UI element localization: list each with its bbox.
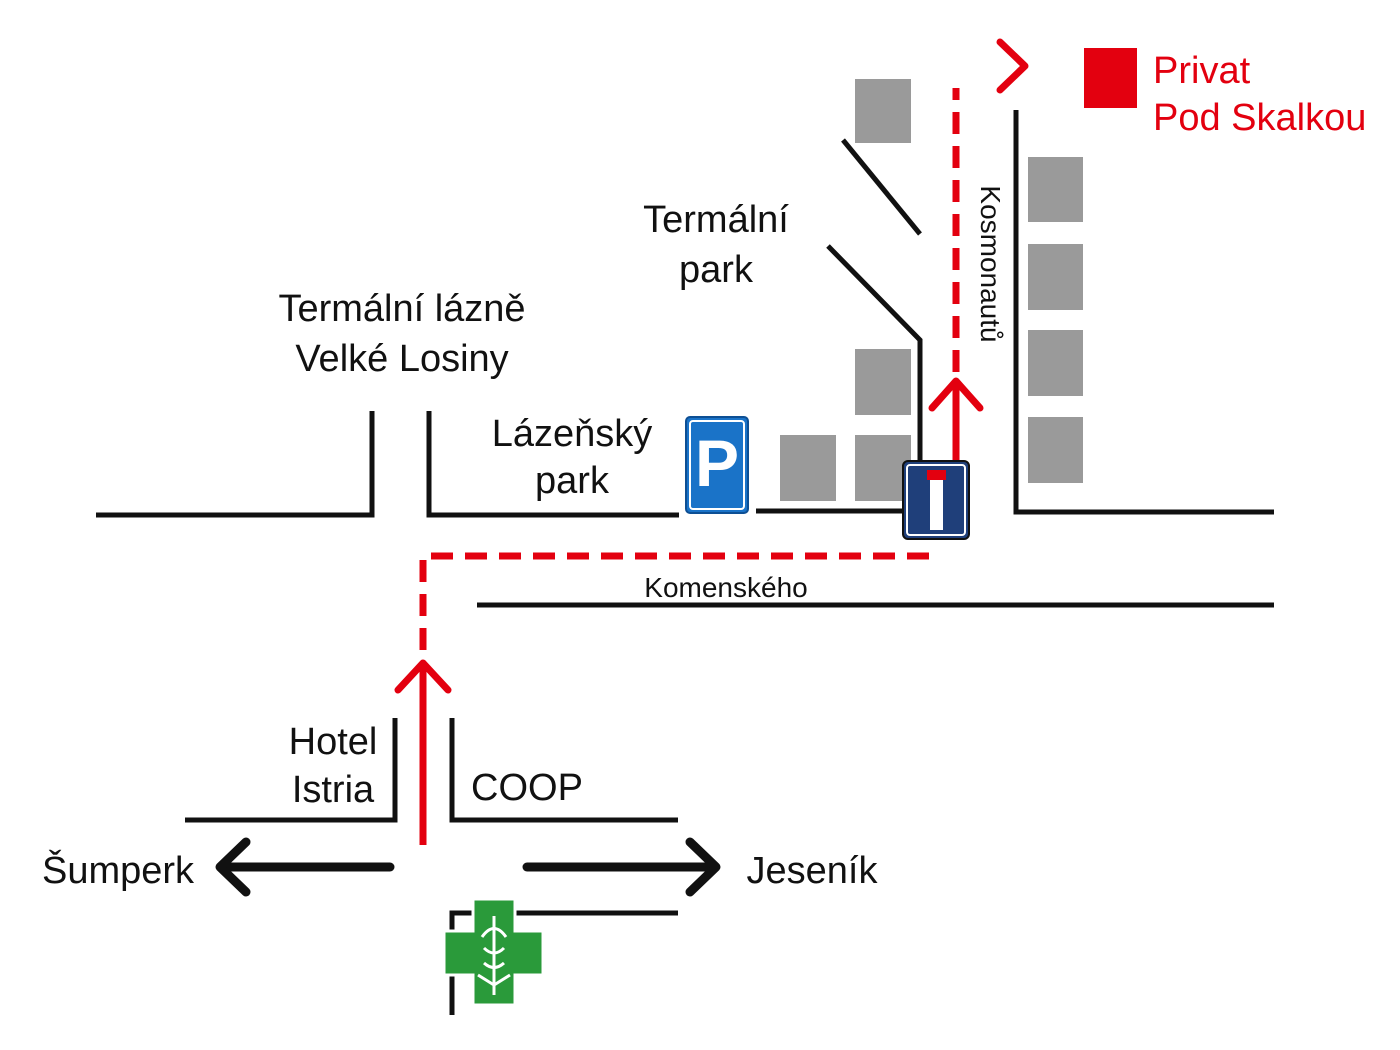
building bbox=[1028, 330, 1083, 396]
label-termalni-lazne-1: Termální lázně bbox=[278, 288, 525, 330]
building bbox=[855, 349, 911, 415]
label-termalni-park-2: park bbox=[679, 249, 754, 291]
label-lazensky-park-1: Lázeňský bbox=[492, 413, 653, 455]
label-sumperk: Šumperk bbox=[42, 848, 195, 892]
label-komenskeho: Komenského bbox=[644, 572, 807, 603]
route bbox=[394, 38, 1029, 845]
building bbox=[1028, 244, 1083, 310]
label-termalni-lazne-2: Velké Losiny bbox=[295, 338, 508, 380]
direction-arrows bbox=[215, 837, 721, 897]
label-destination-2: Pod Skalkou bbox=[1153, 97, 1366, 139]
route-final-arrow-head-icon bbox=[996, 38, 1029, 94]
road-coop-side bbox=[449, 718, 678, 823]
label-hotel-2: Istria bbox=[292, 769, 375, 811]
label-destination-1: Privat bbox=[1153, 50, 1251, 92]
route-arrow-head-icon-2 bbox=[928, 377, 984, 412]
building bbox=[855, 435, 911, 501]
road-park-diagonal bbox=[826, 244, 923, 460]
road-kosmonautu-right bbox=[1013, 110, 1274, 515]
arrow-right-head-icon bbox=[685, 837, 721, 897]
road-upper-diagonal bbox=[841, 138, 922, 236]
building bbox=[855, 79, 911, 143]
label-hotel-1: Hotel bbox=[289, 721, 378, 763]
route-arrow-head-icon bbox=[394, 659, 452, 694]
pharmacy-cross-icon bbox=[442, 897, 545, 1007]
parking-letter: P bbox=[695, 426, 739, 500]
label-lazensky-park-2: park bbox=[535, 460, 610, 502]
label-kosmonautu: Kosmonautů bbox=[975, 185, 1006, 342]
roads bbox=[96, 110, 1274, 1015]
building bbox=[1028, 157, 1083, 222]
dead-end-road-sign-icon bbox=[902, 460, 970, 540]
road-hotel-side bbox=[185, 718, 398, 823]
label-jesenik: Jeseník bbox=[747, 850, 879, 892]
parking-sign-icon: P bbox=[685, 416, 749, 514]
building bbox=[1028, 417, 1083, 483]
road-upper-middle bbox=[426, 411, 679, 518]
destination-square-icon bbox=[1084, 48, 1137, 108]
label-termalni-park-1: Termální bbox=[643, 199, 789, 241]
road-pharmacy-side bbox=[449, 910, 678, 1015]
building bbox=[780, 435, 836, 501]
road-upper-left bbox=[96, 411, 375, 518]
label-coop: COOP bbox=[471, 767, 583, 809]
buildings bbox=[780, 79, 1083, 501]
arrow-left-head-icon bbox=[215, 837, 251, 897]
